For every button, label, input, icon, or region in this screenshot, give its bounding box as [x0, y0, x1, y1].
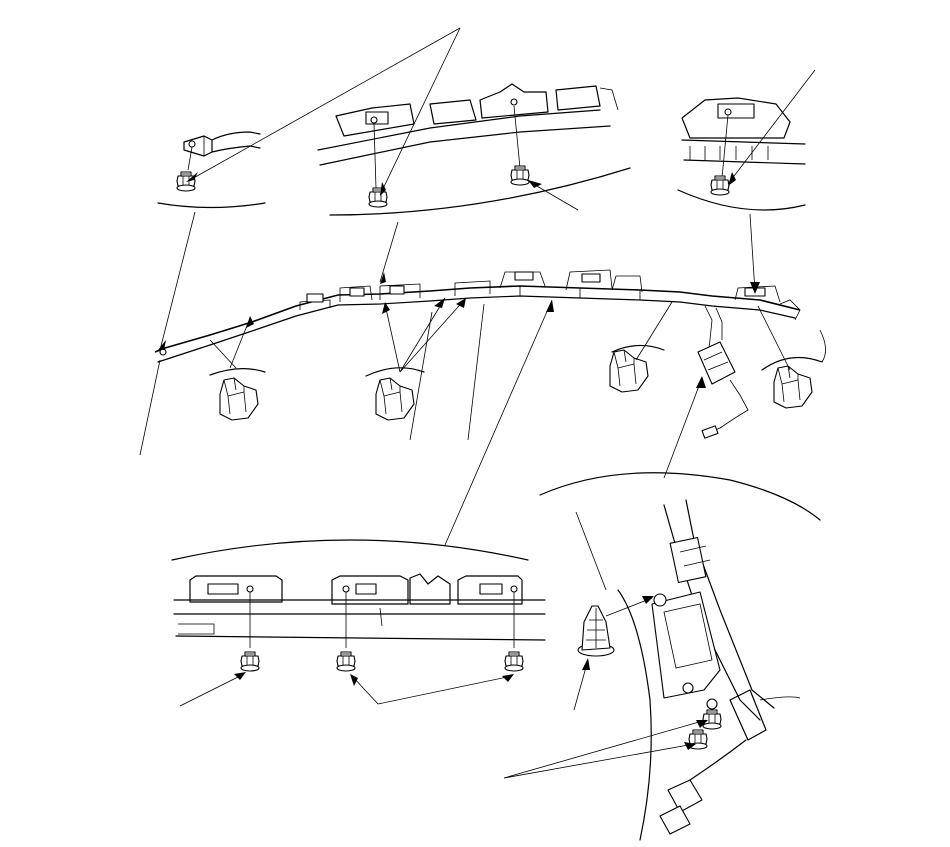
- clip-icon: [375, 377, 415, 421]
- hex-bolt-icon: [504, 651, 524, 672]
- hex-bolt-icon: [336, 651, 356, 672]
- push-clip-icon: [577, 605, 615, 657]
- front-bracket-detail: [157, 131, 266, 209]
- clip-callouts: [209, 329, 826, 421]
- clip-icon: [609, 349, 649, 393]
- inflator-detail: [539, 472, 821, 841]
- rear-bracket-detail: [677, 97, 806, 211]
- clip-icon: [219, 377, 259, 421]
- arrowheads: [158, 172, 760, 750]
- curtain-airbag-module: [154, 269, 801, 439]
- clip-icon: [773, 365, 813, 409]
- hex-bolt-icon: [176, 171, 196, 192]
- hex-bolt-icon: [240, 651, 260, 672]
- connector-icon: [667, 779, 703, 813]
- hex-bolt-icon: [710, 175, 730, 196]
- hex-bolt-icon: [510, 165, 530, 186]
- hex-bolt-icon: [702, 709, 722, 730]
- leader-lines: [139, 27, 816, 779]
- inflator-icon: [669, 536, 707, 584]
- lower-bracket-detail: [171, 539, 546, 672]
- center-bracket-detail: [317, 83, 631, 216]
